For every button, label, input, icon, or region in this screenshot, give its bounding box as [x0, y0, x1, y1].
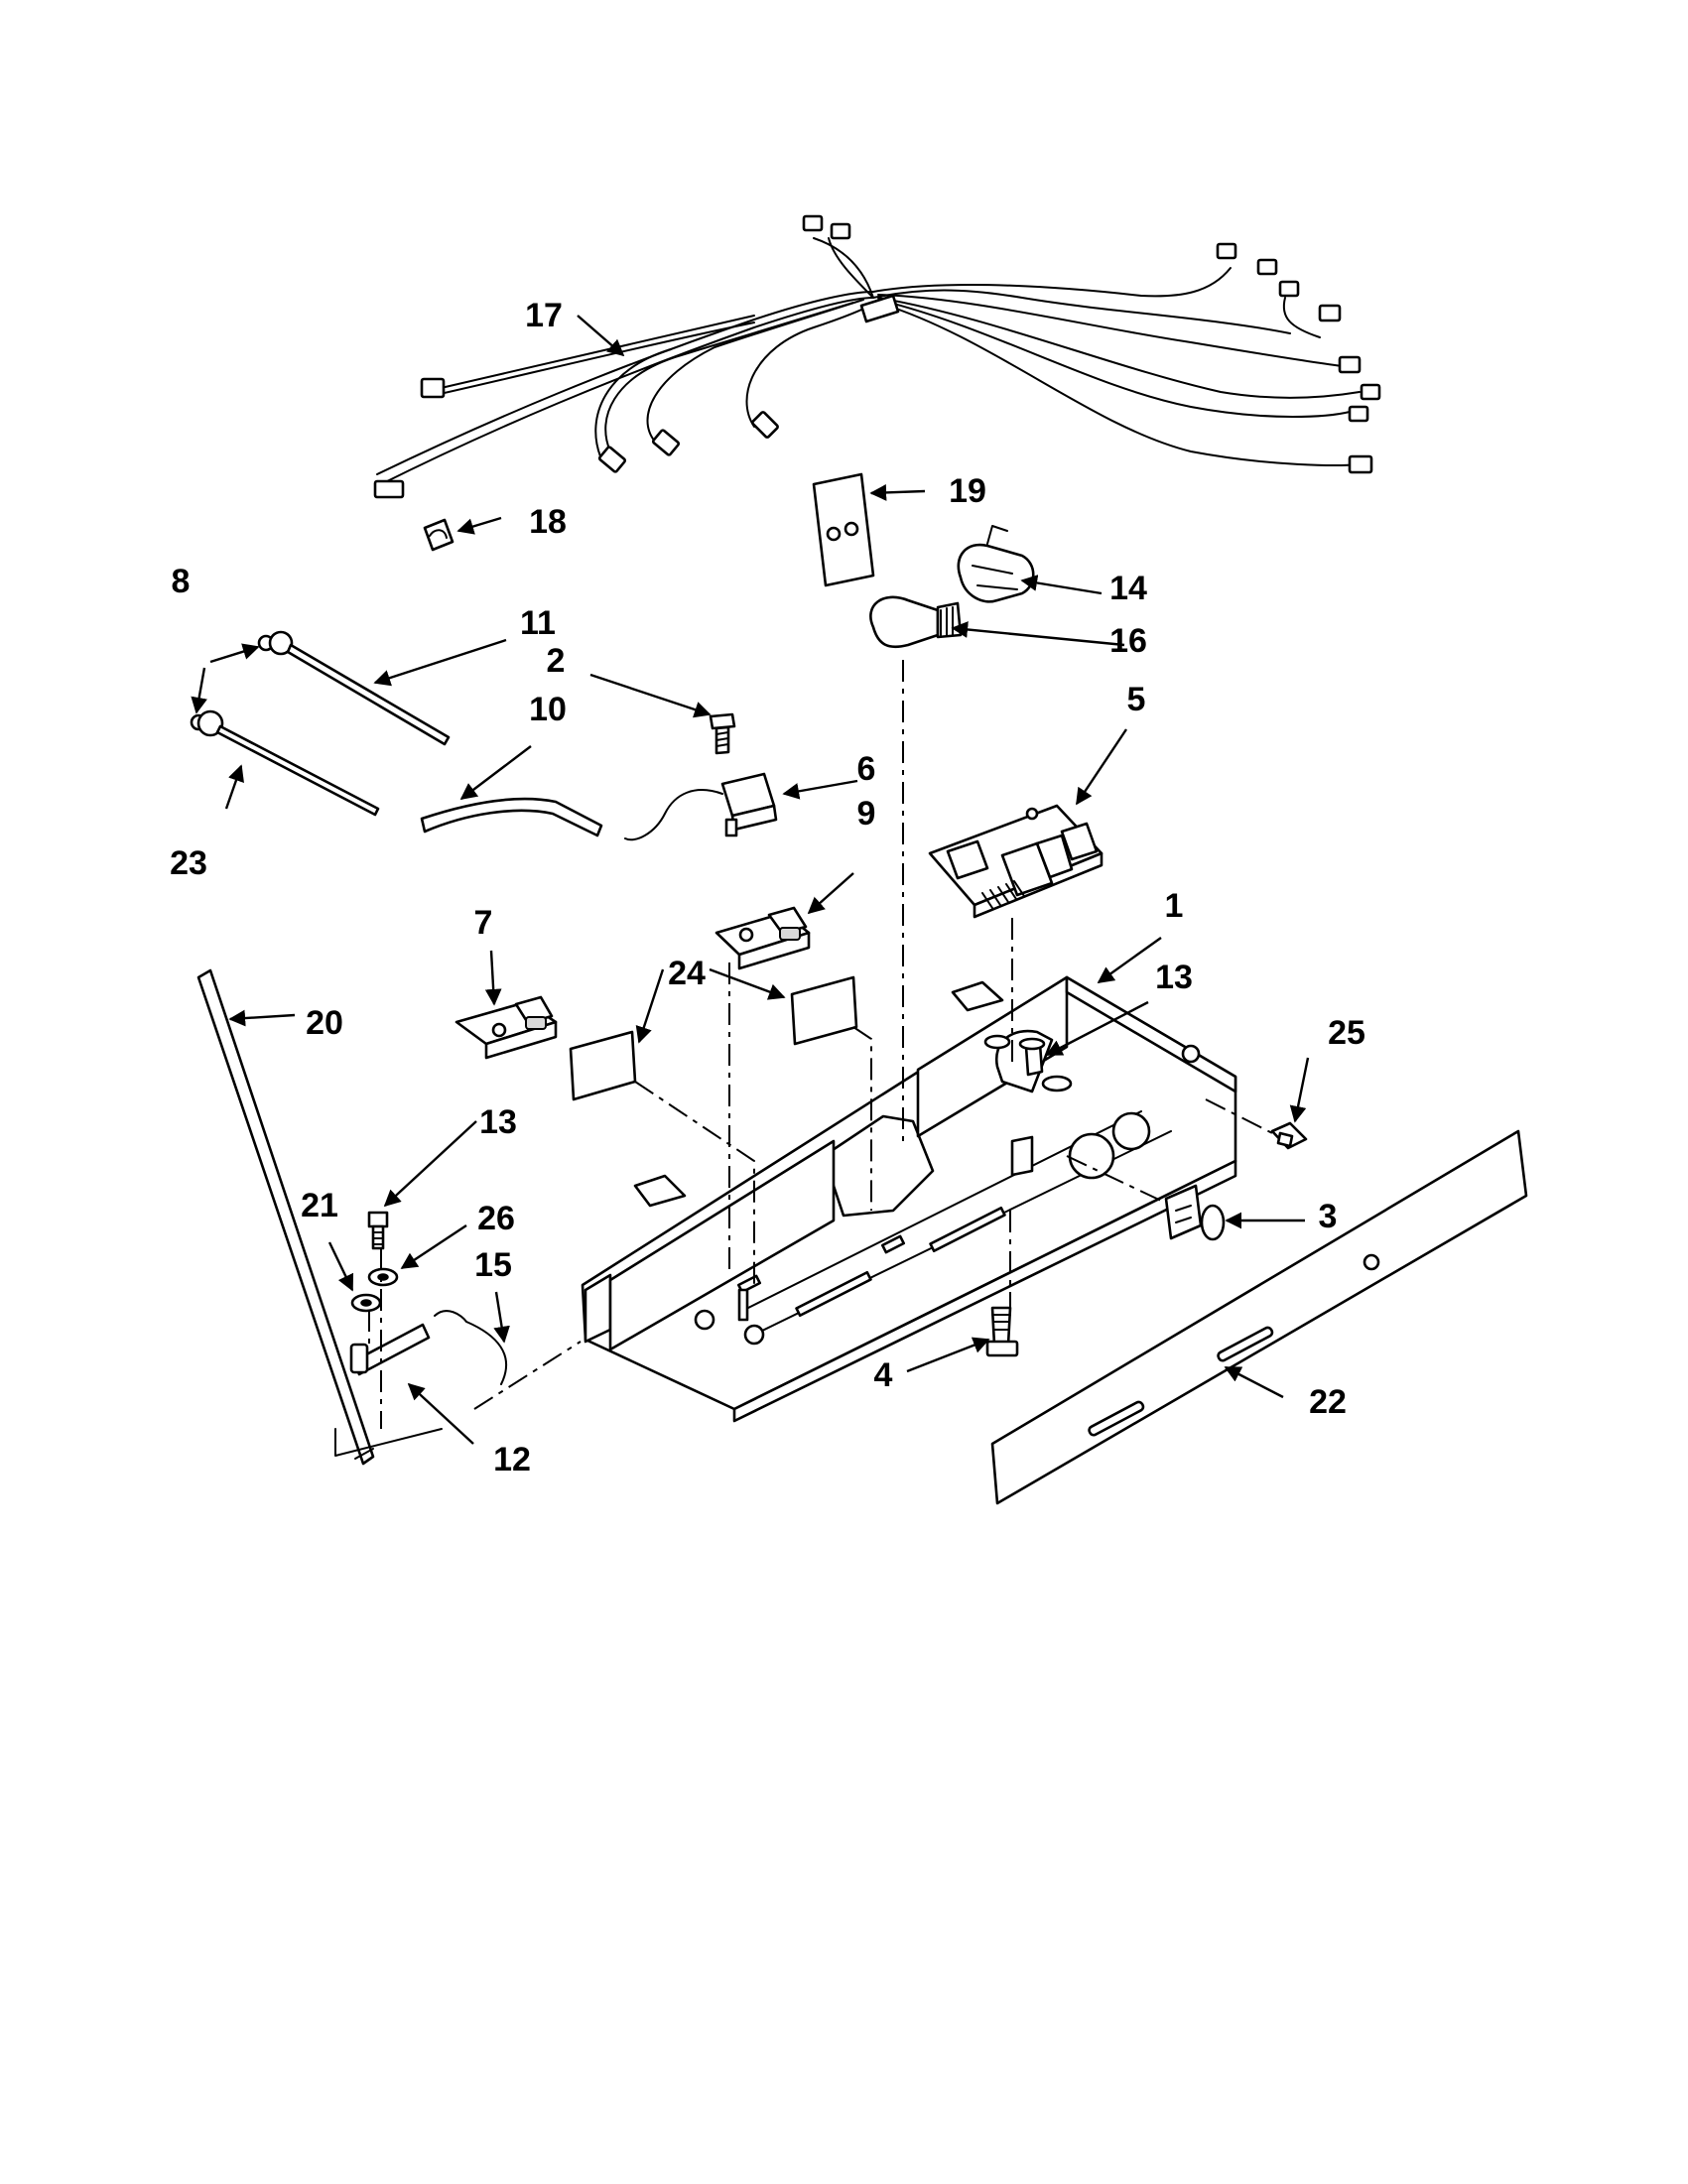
harness-clip — [423, 518, 454, 552]
callout-3: 3 — [1319, 1198, 1338, 1235]
callout-8: 8 — [172, 563, 191, 600]
callout-numbers: 1 2 3 4 5 6 7 8 9 10 11 12 13 13 14 15 1… — [170, 297, 1365, 1478]
callout-12: 12 — [493, 1441, 531, 1478]
callout-7: 7 — [474, 904, 493, 942]
callout-22: 22 — [1309, 1383, 1347, 1421]
callout-23: 23 — [170, 844, 207, 882]
callout-11: 11 — [520, 604, 556, 642]
screw-bottom — [985, 1306, 1019, 1357]
callout-5: 5 — [1127, 681, 1146, 718]
alignment-lines — [368, 660, 1279, 1429]
callout-6: 6 — [857, 750, 876, 788]
tube-long — [286, 643, 451, 746]
trim-strip — [990, 1129, 1528, 1505]
callout-4: 4 — [874, 1356, 893, 1394]
grommet-pad — [812, 472, 875, 587]
screw-top — [709, 712, 736, 755]
callout-16: 16 — [1109, 622, 1147, 660]
callout-13-housing: 13 — [1155, 959, 1193, 996]
tube-short — [215, 724, 380, 817]
drain-tubing — [420, 797, 603, 837]
callout-21: 21 — [301, 1187, 338, 1224]
callout-26: 26 — [477, 1200, 515, 1237]
callout-9: 9 — [857, 795, 876, 833]
callout-25: 25 — [1328, 1014, 1365, 1052]
sensor-switch — [624, 772, 778, 841]
control-bracket-a — [714, 906, 811, 970]
callout-20: 20 — [306, 1004, 343, 1042]
screw-left — [367, 1211, 389, 1250]
control-board — [928, 804, 1104, 919]
wire-harness — [373, 214, 1381, 499]
hinge-bracket — [334, 1323, 443, 1457]
leader-lines — [191, 315, 1310, 1445]
warning-labels — [569, 975, 858, 1101]
callout-18: 18 — [529, 503, 567, 541]
control-housing — [581, 975, 1237, 1423]
callout-10: 10 — [529, 691, 567, 728]
callout-13-left: 13 — [479, 1103, 517, 1141]
screw-side — [1270, 1121, 1308, 1150]
callout-24: 24 — [668, 955, 706, 992]
callout-19: 19 — [949, 472, 986, 510]
wire-spring — [434, 1310, 507, 1385]
control-knob — [1164, 1184, 1226, 1241]
callout-2: 2 — [547, 642, 566, 680]
callout-14: 14 — [1109, 570, 1147, 607]
light-bulb — [869, 595, 963, 649]
support-rod — [196, 968, 375, 1466]
washer-21 — [350, 1293, 382, 1313]
screw-housing — [983, 1029, 1073, 1093]
callout-1: 1 — [1165, 887, 1184, 925]
tube-retainers — [190, 630, 294, 737]
callout-15: 15 — [474, 1246, 512, 1284]
callout-17: 17 — [525, 297, 563, 334]
control-bracket-b — [454, 995, 558, 1060]
washer-26 — [367, 1267, 399, 1287]
lamp-socket — [957, 525, 1035, 603]
